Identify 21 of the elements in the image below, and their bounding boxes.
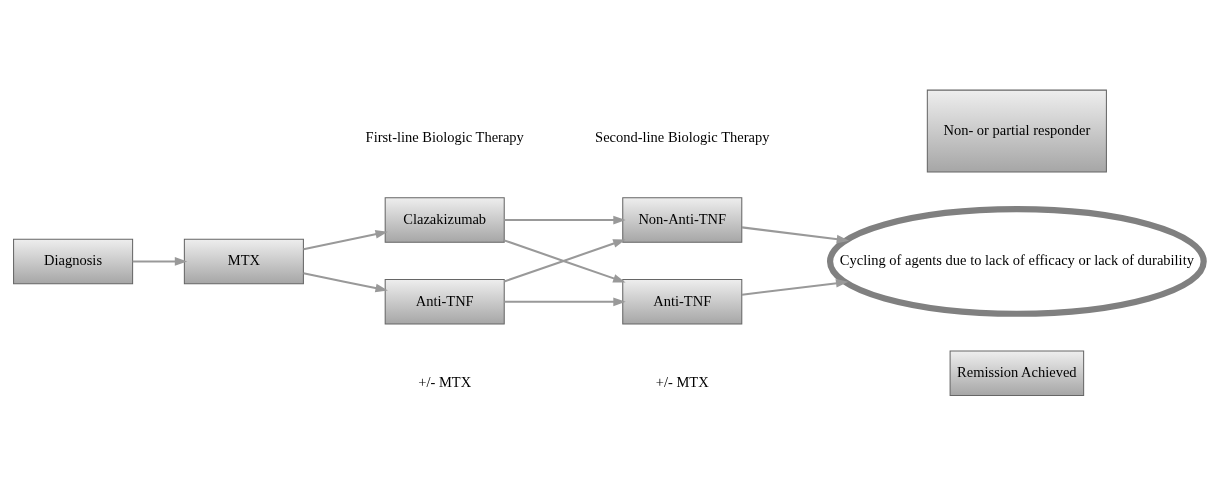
arrow [504, 297, 626, 307]
arrow [303, 272, 388, 293]
arrow [132, 257, 188, 266]
arrow [741, 278, 849, 296]
node-box: Clazakizumab [384, 197, 505, 243]
node-box: Diagnosis [13, 238, 134, 285]
node-box: MTX [183, 238, 304, 285]
node-box: Anti-TNF [384, 279, 505, 325]
node-box: Non- or partial responder [926, 89, 1107, 173]
node-box: Non-Anti-TNF [622, 197, 743, 243]
arrow [741, 226, 850, 244]
arrow [503, 239, 626, 283]
arrow [504, 215, 626, 225]
label: +/- MTX [655, 374, 709, 391]
node-box: Anti-TNF [622, 279, 743, 325]
label: Second-line Biologic Therapy [595, 129, 770, 146]
node-ellipse: Cycling of agents due to lack of efficacy or lack of durability [826, 206, 1207, 317]
arrow [303, 229, 388, 251]
label: +/- MTX [418, 374, 472, 391]
node-box: Remission Achieved [949, 350, 1085, 397]
label: First-line Biologic Therapy [365, 129, 524, 146]
